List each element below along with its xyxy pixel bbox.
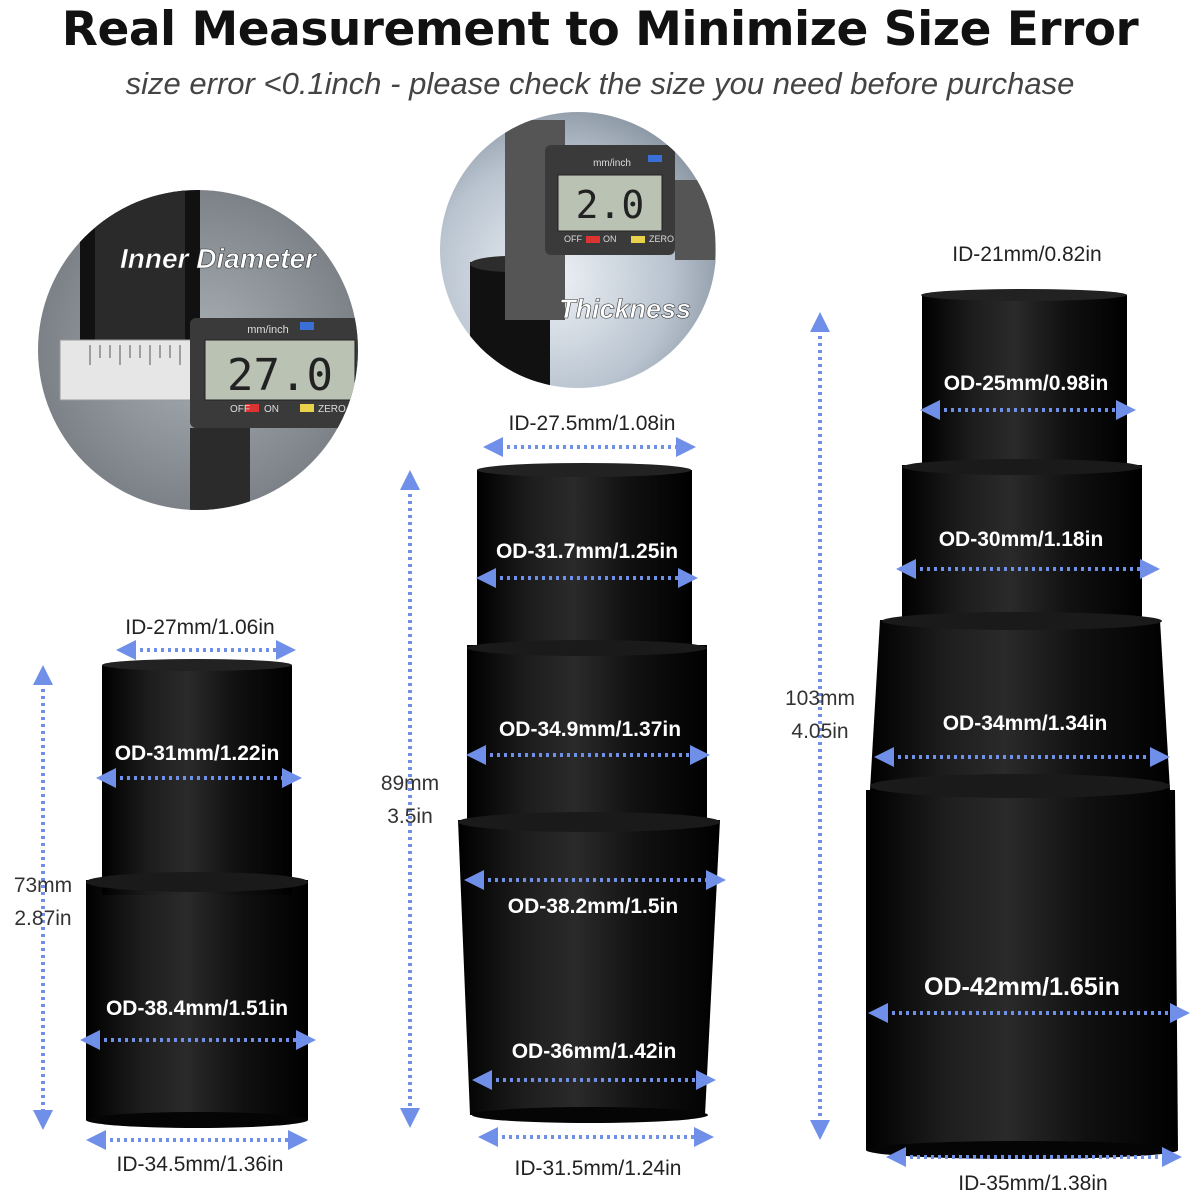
large-od-1-label: OD-25mm/0.98in xyxy=(943,372,1109,395)
large-bottom-id-label: ID-35mm/1.38in xyxy=(958,1172,1108,1195)
small-height-label: 73mm 2.87in xyxy=(14,870,72,935)
caliper-off-label: OFF xyxy=(564,234,582,244)
inner-diameter-caption: Inner Diameter xyxy=(120,243,318,274)
large-top-id-label: ID-21mm/0.82in xyxy=(952,243,1102,266)
medium-od-1-label: OD-31.7mm/1.25in xyxy=(495,540,679,563)
caliper-off-label: OFF xyxy=(230,404,250,415)
medium-height-in: 3.5in xyxy=(387,804,433,828)
page-title: Real Measurement to Minimize Size Error xyxy=(61,2,1139,57)
inset-inner-diameter xyxy=(38,190,358,510)
small-height-in: 2.87in xyxy=(14,906,72,930)
small-od-lower-label: OD-38.4mm/1.51in xyxy=(105,997,289,1020)
small-bottom-id-label: ID-34.5mm/1.36in xyxy=(116,1153,284,1176)
medium-od-4-label: OD-36mm/1.42in xyxy=(511,1040,677,1063)
caliper-reading-id: 27.0 xyxy=(227,350,333,401)
inset-thickness xyxy=(440,112,716,388)
medium-bottom-id-label: ID-31.5mm/1.24in xyxy=(514,1157,682,1180)
large-height-mm: 103mm xyxy=(784,687,856,710)
large-od-2-label: OD-30mm/1.18in xyxy=(938,528,1104,551)
caliper-unit-label: mm/inch xyxy=(247,324,289,336)
caliper-unit-label: mm/inch xyxy=(593,158,631,169)
large-height-label: 103mm 4.05in xyxy=(785,683,855,748)
large-height-in: 4.05in xyxy=(791,719,849,743)
medium-height-label: 89mm 3.5in xyxy=(381,768,439,833)
medium-od-2-label: OD-34.9mm/1.37in xyxy=(498,718,682,741)
dimension-arrows xyxy=(33,312,1190,1167)
caliper-zero-label: ZERO xyxy=(318,404,346,415)
medium-top-id-label: ID-27.5mm/1.08in xyxy=(508,412,676,435)
adapter-large xyxy=(866,289,1178,1159)
caliper-zero-label: ZERO xyxy=(649,234,674,244)
page-subtitle: size error <0.1inch - please check the s… xyxy=(125,66,1075,101)
large-od-3-label: OD-34mm/1.34in xyxy=(942,712,1108,735)
medium-height-mm: 89mm xyxy=(380,772,440,795)
caliper-reading-thickness: 2.0 xyxy=(576,183,645,227)
small-od-upper-label: OD-31mm/1.22in xyxy=(114,742,280,765)
large-od-4-label: OD-42mm/1.65in xyxy=(924,973,1120,1001)
adapter-small xyxy=(86,659,308,1128)
caliper-on-label: ON xyxy=(603,234,617,244)
caliper-on-label: ON xyxy=(264,404,279,415)
small-height-mm: 73mm xyxy=(13,874,73,897)
medium-od-3-label: OD-38.2mm/1.5in xyxy=(507,895,679,918)
thickness-caption: Thickness xyxy=(559,294,691,324)
adapter-medium xyxy=(458,463,720,1123)
small-top-id-label: ID-27mm/1.06in xyxy=(125,616,275,639)
